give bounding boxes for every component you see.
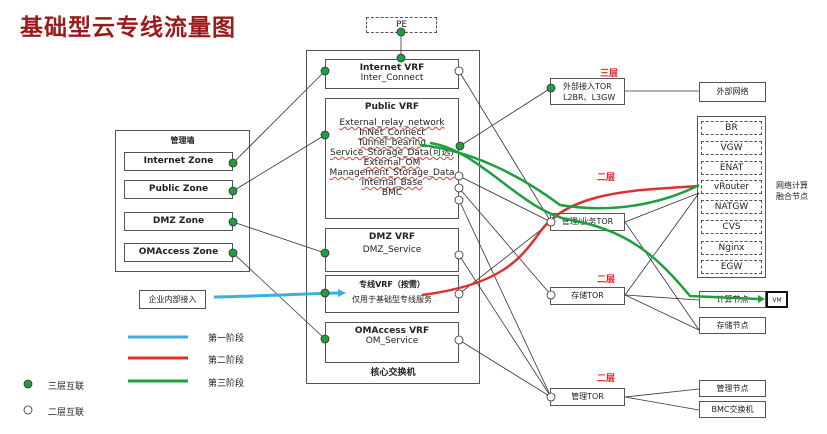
vrf-item: BMC — [381, 188, 403, 198]
node-vrouter: vRouter — [701, 180, 762, 194]
node-natgw: NATGW — [701, 200, 762, 214]
pe-label: PE — [395, 20, 408, 30]
node-cvs: CVS — [701, 220, 762, 234]
node-nginx: Nginx — [701, 241, 762, 255]
stage3-path-a — [419, 143, 700, 210]
nodes-group-label: 网络计算 融合节点 — [776, 180, 808, 202]
vrf-title: OMAccess VRF — [354, 326, 430, 336]
stage1-arrow — [338, 289, 346, 297]
omaccess-zone: OMAccess Zone — [124, 243, 233, 262]
vrf-item: InNet_Connect — [359, 128, 425, 138]
legend-l2-label: 二层互联 — [48, 408, 85, 418]
vrf-item: Inter_Connect — [360, 73, 424, 83]
legend-l3-label: 三层互联 — [48, 382, 85, 392]
layer-label: 二层 — [597, 275, 616, 285]
vrf-item: DMZ_Service — [362, 245, 422, 255]
page-title: 基础型云专线流量图 — [20, 15, 236, 41]
enterprise-access: 企业内部接入 — [139, 290, 206, 309]
vrf-item: External_relay_network — [339, 118, 445, 128]
management-wall-label: 管理墙 — [170, 136, 195, 145]
l2-dots — [23, 66, 556, 415]
vrf-title: Public VRF — [364, 102, 420, 112]
public-vrf: Public VRF External_relay_network InNet_… — [325, 98, 459, 219]
nodes-label-line2: 融合节点 — [776, 192, 808, 201]
vrf-item: OM_Service — [365, 336, 419, 346]
tor-sublabel: L2BR、L3GW — [563, 93, 616, 102]
external-network: 外部网络 — [699, 82, 766, 102]
black-links — [232, 32, 700, 411]
core-switch-label: 核心交换机 — [370, 368, 416, 378]
storage-node: 存储节点 — [699, 317, 766, 334]
storage-tor: 存储TOR — [550, 287, 625, 305]
vrf-item: Management_Storage_Data — [329, 168, 455, 178]
layer-label: 二层 — [597, 173, 616, 183]
vrf-title: DMZ VRF — [368, 232, 416, 242]
vrf-item: Service_Storage_Data(可选) — [330, 148, 454, 158]
dmz-vrf: DMZ VRF DMZ_Service — [325, 228, 459, 272]
node-vgw: VGW — [701, 141, 762, 155]
stage2-path — [421, 184, 700, 297]
mgmt-node: 管理节点 — [699, 380, 766, 397]
vrf-item: Tunnel_bearing — [357, 138, 427, 148]
internet-zone: Internet Zone — [124, 152, 233, 171]
bmc-switch: BMC交换机 — [699, 401, 766, 418]
vrf-item: External_OM — [363, 158, 421, 168]
omaccess-vrf: OMAccess VRF OM_Service — [325, 322, 459, 363]
legend-stage3-label: 第三阶段 — [208, 379, 245, 389]
node-enat: ENAT — [701, 161, 762, 175]
stage3-arrow — [758, 295, 765, 303]
nodes-label-line1: 网络计算 — [776, 181, 808, 190]
external-access-tor: 外部接入TOR L2BR、L3GW — [550, 78, 625, 105]
vrf-title: Internet VRF — [359, 63, 425, 73]
stage3-path-b — [429, 141, 759, 301]
public-zone: Public Zone — [124, 180, 233, 199]
node-br: BR — [701, 121, 762, 135]
vrf-title: 专线VRF（按需） — [359, 280, 425, 289]
vm-box: VM — [766, 291, 788, 308]
layer-label: 三层 — [600, 69, 619, 79]
l3-dots — [23, 27, 556, 389]
mgmt-tor: 管理TOR — [550, 388, 625, 406]
vrf-item: 仅用于基础型专线服务 — [352, 295, 432, 304]
node-egw: EGW — [701, 260, 762, 274]
compute-node: 计算节点 — [699, 291, 766, 308]
legend-stage1-label: 第一阶段 — [208, 334, 245, 344]
internet-vrf: Internet VRF Inter_Connect — [325, 59, 459, 89]
layer-label: 二层 — [597, 374, 616, 384]
vrf-item: Internal_Base — [361, 178, 423, 188]
tor-label: 外部接入TOR — [563, 82, 612, 91]
legend-stage2-label: 第二阶段 — [208, 356, 245, 366]
